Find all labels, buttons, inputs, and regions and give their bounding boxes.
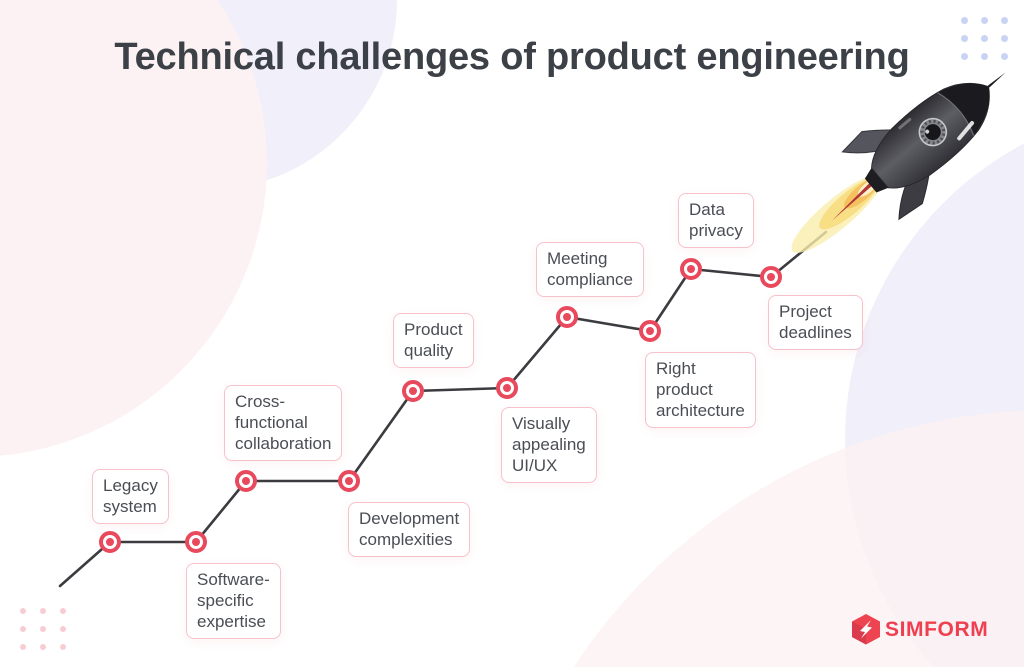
decor-dot	[60, 608, 66, 614]
simform-logo-icon	[852, 614, 880, 645]
challenge-marker	[338, 470, 360, 492]
challenge-marker	[496, 377, 518, 399]
challenge-label: Development complexities	[348, 502, 471, 557]
rocket-spire	[987, 72, 1006, 88]
dot-grid-top-right	[961, 17, 1008, 60]
challenge-label: Right product architecture	[645, 352, 756, 428]
decor-dot	[1001, 35, 1008, 42]
body-highlight	[957, 121, 975, 141]
challenge-marker	[99, 531, 121, 553]
decor-dot	[60, 644, 66, 650]
step-line-path	[58, 230, 828, 588]
flame-spear	[832, 180, 875, 221]
decor-dot	[981, 35, 988, 42]
challenge-marker	[680, 258, 702, 280]
challenge-marker	[760, 266, 782, 288]
decor-dot	[961, 53, 968, 60]
decor-dot	[20, 644, 26, 650]
challenge-label: Legacy system	[92, 469, 169, 524]
decor-dot	[981, 17, 988, 24]
rocket-nose-cone	[937, 83, 990, 136]
challenge-marker	[185, 531, 207, 553]
decor-dot	[40, 608, 46, 614]
decor-dot	[961, 35, 968, 42]
challenge-label: Meeting compliance	[536, 242, 644, 297]
decor-dot	[20, 626, 26, 632]
challenge-marker	[235, 470, 257, 492]
decor-dot	[1001, 17, 1008, 24]
decor-dot	[40, 644, 46, 650]
brand-logo-text: SIMFORM	[885, 618, 989, 641]
challenge-marker	[402, 380, 424, 402]
challenge-marker	[556, 306, 578, 328]
decor-dot	[20, 608, 26, 614]
challenge-marker	[639, 320, 661, 342]
decor-dot	[961, 17, 968, 24]
porthole-glint	[925, 129, 930, 134]
challenge-label: Project deadlines	[768, 295, 863, 350]
rocket-illustration	[791, 72, 1006, 253]
porthole-glass	[924, 124, 941, 141]
rocket-nozzle	[864, 167, 889, 193]
body-glint	[898, 117, 912, 130]
decor-dot	[60, 626, 66, 632]
challenge-label: Data privacy	[678, 193, 754, 248]
page-title: Technical challenges of product engineer…	[114, 36, 910, 78]
challenge-label: Visually appealing UI/UX	[501, 407, 597, 483]
challenge-label: Product quality	[393, 313, 474, 368]
challenge-label: Software- specific expertise	[186, 563, 281, 639]
decor-dot	[40, 626, 46, 632]
brand-logo: SIMFORM	[851, 613, 988, 647]
challenge-label: Cross- functional collaboration	[224, 385, 343, 461]
decor-dot	[981, 53, 988, 60]
dot-grid-bottom-left	[20, 608, 66, 650]
decor-dot	[1001, 53, 1008, 60]
